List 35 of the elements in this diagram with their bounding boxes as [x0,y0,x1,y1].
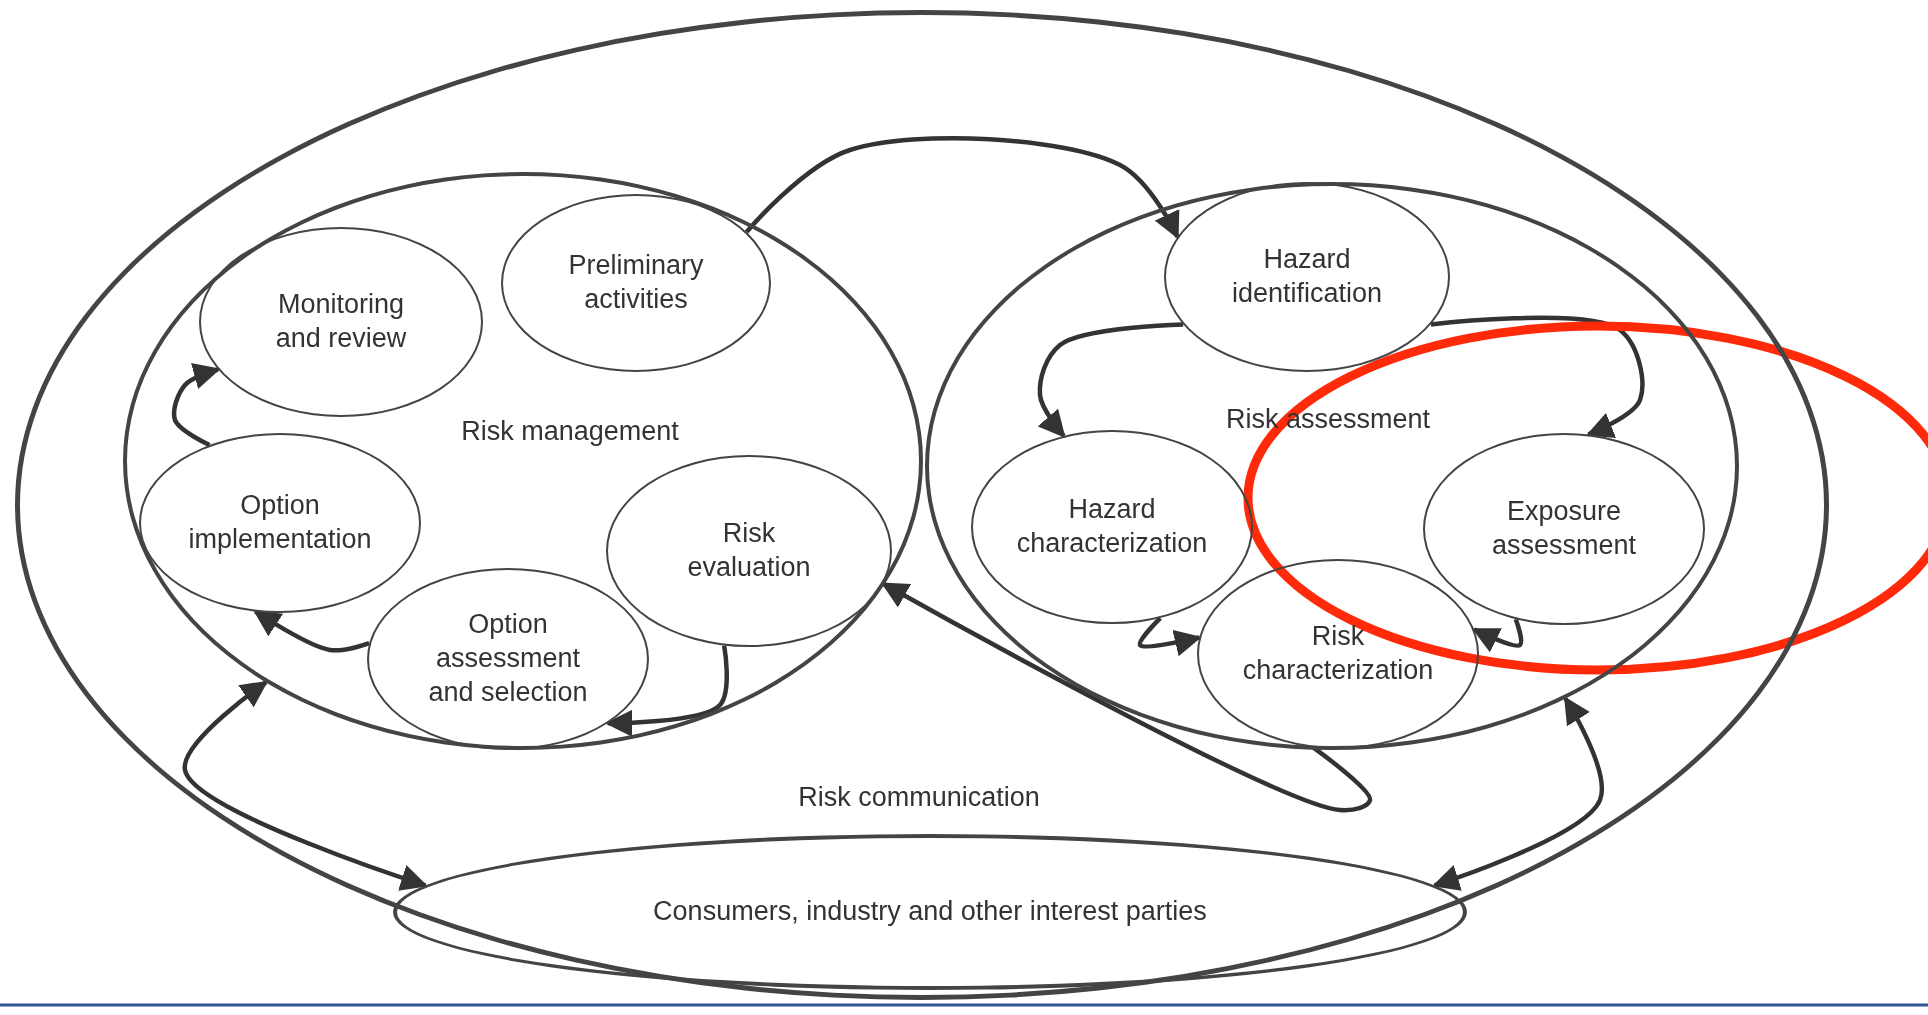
process-ellipse [501,194,771,372]
process-ellipse [139,433,421,613]
node-label: Consumers, industry and other interest parties [653,895,1207,929]
arrow [1137,616,1202,657]
arrow [182,680,428,891]
node-label: Exposure assessment [1490,495,1638,562]
arrow [1471,618,1524,653]
node-label: Hazard characterization [1015,493,1209,560]
process-ellipse [1164,182,1450,372]
group-ellipse [15,10,1829,1000]
arrow [253,609,370,653]
node-label: Hazard identification [1230,243,1384,310]
process-ellipse [1423,433,1705,625]
node-label: Risk evaluation [686,517,812,584]
process-ellipse [1197,559,1479,749]
process-ellipse [971,430,1253,624]
process-ellipse [606,455,892,647]
node-label: Risk characterization [1241,620,1435,687]
node-label: Option assessment and selection [427,608,589,709]
process-ellipse [199,227,483,417]
arrow [881,581,1373,813]
node-label: Option implementation [187,489,373,556]
arrow [744,136,1180,240]
group-ellipse [123,172,923,750]
arrow [1037,322,1184,438]
node-label: Preliminary activities [567,249,705,316]
node-label: Risk assessment [1225,403,1431,437]
group-ellipse [925,182,1739,750]
node-label: Risk communication [798,781,1040,815]
process-ellipse [367,568,649,750]
arrow [1430,315,1645,438]
node-label: Monitoring and review [274,288,408,355]
arrow [1432,696,1604,891]
node-label: Risk management [461,415,679,449]
arrow [605,645,729,737]
